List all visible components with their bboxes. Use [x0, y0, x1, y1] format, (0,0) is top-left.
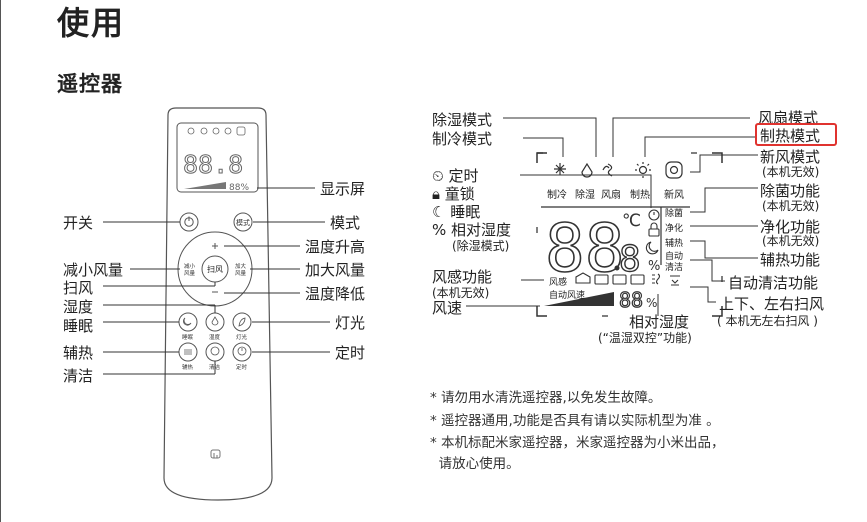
- callout-heat-mode: 制热模式: [760, 127, 821, 145]
- callout-aux-heat: 辅热: [63, 344, 94, 362]
- callout-sweep: 扫风: [63, 279, 94, 297]
- fan-up-button[interactable]: 加大: [235, 264, 247, 270]
- svg-text:88: 88: [545, 210, 624, 287]
- callout-purify-sub: (本机无效): [762, 234, 820, 248]
- panel-fan-sense: 风感: [549, 278, 568, 288]
- callout-fresh-air-sub: (本机无效): [762, 165, 820, 179]
- highlight-box: [755, 123, 837, 146]
- callout-rel-humidity: % 相对湿度: [432, 221, 512, 239]
- callout-fresh-air: 新风模式: [760, 148, 821, 166]
- svg-text:88: 88: [619, 288, 643, 312]
- callout-rel-humidity-text: 相对湿度: [451, 221, 512, 239]
- callout-child-lock-text: 童锁: [444, 185, 475, 203]
- note-3: * 本机标配米家遥控器，米家遥控器为小米出品，: [430, 435, 725, 451]
- svg-text:%: %: [646, 296, 657, 310]
- note-2: * 遥控器通用,功能是否具有请以实际机型为准 。: [430, 413, 720, 429]
- section-title: 遥控器: [57, 72, 123, 96]
- callout-child-lock: 🔒︎ 童锁: [432, 185, 475, 203]
- callout-sweep-dir: 上下、左右扫风: [719, 295, 825, 313]
- callout-sterilize-sub: (本机无效): [762, 199, 820, 213]
- callout-purify: 净化功能: [760, 218, 821, 236]
- callout-temp-down: 温度降低: [305, 285, 366, 303]
- fan-up-button-line2: 风量: [235, 271, 247, 277]
- callout-sleep-text: 睡眠: [450, 203, 481, 221]
- callout-auto-clean: 自动清洁功能: [728, 274, 819, 292]
- panel-clean: 清洁: [665, 263, 684, 273]
- svg-text:%: %: [648, 259, 660, 274]
- panel-aux-heat: 辅热: [665, 239, 684, 249]
- callout-humidity: 湿度: [63, 298, 94, 316]
- callout-rel-humidity-bottom-sub: (“温湿双控”功能): [598, 331, 692, 345]
- callout-sweep-dir-sub: ( 本机无左右扫风 ): [717, 314, 818, 328]
- panel-auto: 自动: [665, 252, 684, 262]
- callout-rel-humidity-sub: (除湿模式): [452, 239, 510, 253]
- clean-button-label[interactable]: 清洁: [209, 365, 221, 371]
- humidity-button-label[interactable]: 湿度: [209, 335, 221, 341]
- callout-dehumid-mode: 除湿模式: [432, 111, 493, 129]
- callout-sleep-left: ☾ 睡眠: [432, 203, 481, 221]
- svg-text:℃: ℃: [622, 211, 641, 231]
- sleep-button-label[interactable]: 睡眠: [182, 335, 194, 341]
- callout-fan-down: 减小风量: [63, 261, 124, 279]
- panel-purify: 净化: [665, 224, 684, 234]
- callout-wind-speed: 风速: [432, 299, 463, 317]
- callout-sleep: 睡眠: [63, 317, 94, 335]
- mode-button[interactable]: 模式: [236, 219, 250, 227]
- callout-fan-sense-sub: (本机无效): [432, 286, 490, 300]
- panel-mode-fresh-air: 新风: [664, 190, 684, 201]
- callout-fan-up: 加大风量: [305, 261, 366, 279]
- note-1: * 请勿用水清洗遥控器,以免发生故障。: [430, 390, 662, 406]
- sweep-button[interactable]: 扫风: [207, 265, 223, 274]
- svg-text:88.8: 88.8: [183, 150, 243, 179]
- callout-light: 灯光: [335, 314, 366, 332]
- callout-mode: 模式: [330, 214, 361, 232]
- fan-down-button[interactable]: 减小: [184, 264, 196, 270]
- timer-button-label[interactable]: 定时: [236, 365, 248, 371]
- fan-down-button-line2: 风量: [184, 271, 196, 277]
- light-button-label[interactable]: 灯光: [236, 335, 248, 341]
- page-title: 使用: [57, 4, 126, 42]
- callout-sterilize: 除菌功能: [760, 182, 821, 200]
- callout-fan-mode: 风扇模式: [758, 109, 819, 127]
- svg-text:88%: 88%: [229, 183, 249, 193]
- callout-display: 显示屏: [320, 180, 366, 198]
- callout-temp-up: 温度升高: [305, 238, 366, 256]
- callout-timer: 定时: [335, 344, 366, 362]
- aux-heat-button-label[interactable]: 辅热: [182, 365, 194, 371]
- panel-mode-dehumid: 除湿: [575, 190, 595, 201]
- panel-sterilize: 除菌: [665, 209, 684, 219]
- panel-mode-heat: 制热: [630, 190, 650, 201]
- callout-fan-sense: 风感功能: [432, 268, 493, 286]
- callout-cool-mode: 制冷模式: [432, 130, 493, 148]
- callout-timer-left: ⏲ 定时: [432, 167, 479, 185]
- svg-text:8: 8: [619, 239, 641, 280]
- callout-timer-text: 定时: [448, 167, 479, 185]
- panel-mode-cool: 制冷: [547, 190, 567, 201]
- note-4: 请放心使用。: [430, 456, 520, 472]
- callout-power: 开关: [63, 214, 94, 232]
- panel-mode-fan: 风扇: [601, 190, 621, 201]
- callout-clean: 清洁: [63, 367, 94, 385]
- panel-auto-wind: 自动风速: [549, 291, 586, 301]
- callout-rel-humidity-bottom: 相对湿度: [629, 313, 690, 331]
- left-margin-rule: [0, 0, 1, 522]
- callout-aux-heat-right: 辅热功能: [760, 251, 821, 269]
